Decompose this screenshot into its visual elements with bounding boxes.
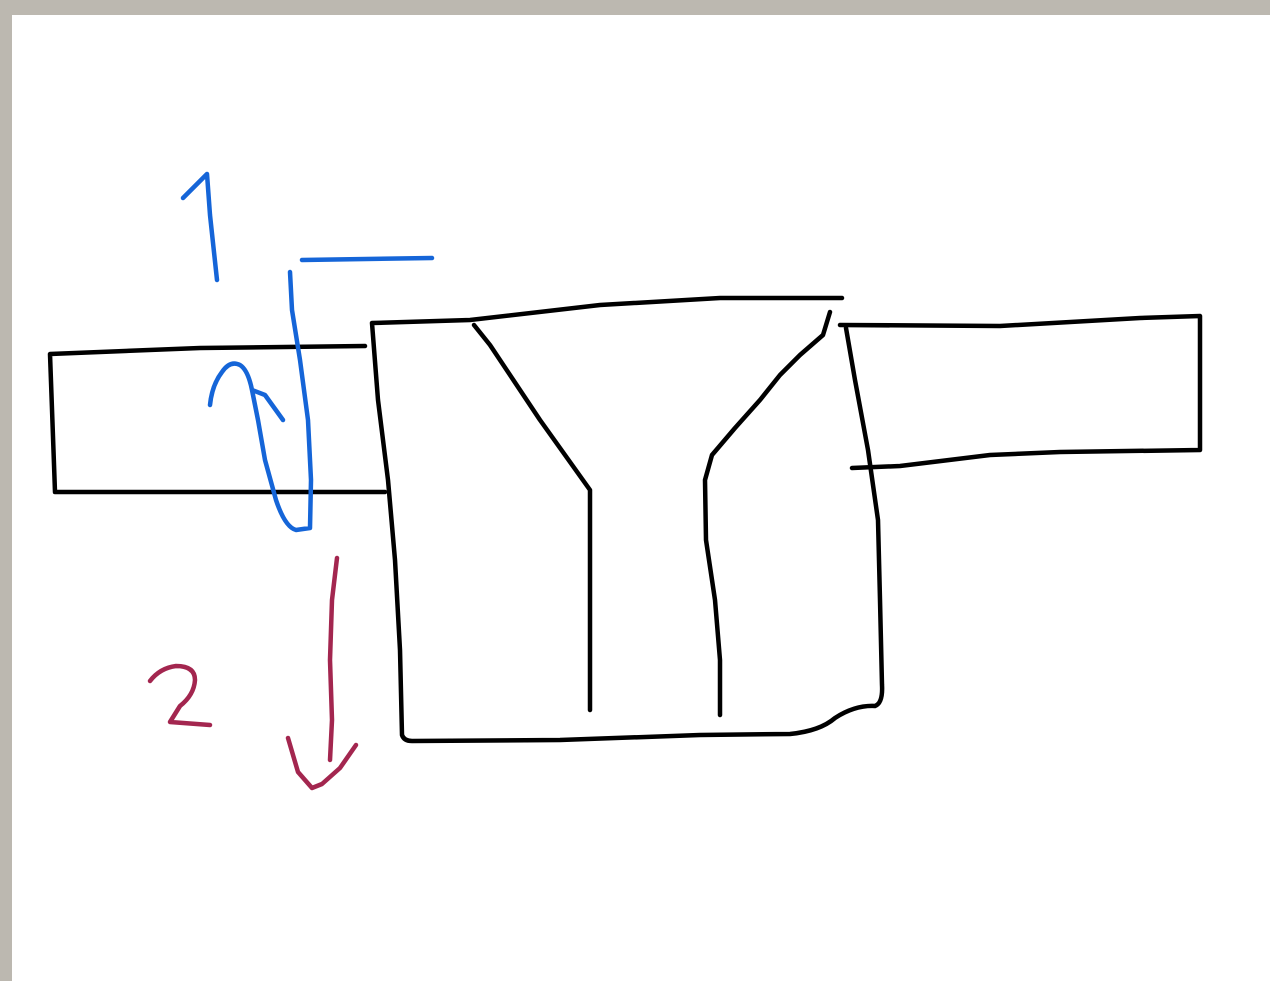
garment-sketch — [50, 298, 1200, 741]
left-sleeve — [50, 346, 385, 492]
left-front-edge — [474, 325, 590, 710]
step-1-number-glyph — [183, 174, 217, 280]
right-sleeve — [840, 316, 1200, 468]
step-2-annotation — [150, 558, 356, 788]
step-1-annotation — [183, 174, 432, 530]
step-1-fold-line — [210, 258, 432, 530]
step-2-number-glyph — [150, 666, 210, 725]
right-front-edge — [705, 312, 830, 715]
cardigan-body — [372, 298, 882, 741]
step-2-down-arrow — [288, 558, 356, 788]
